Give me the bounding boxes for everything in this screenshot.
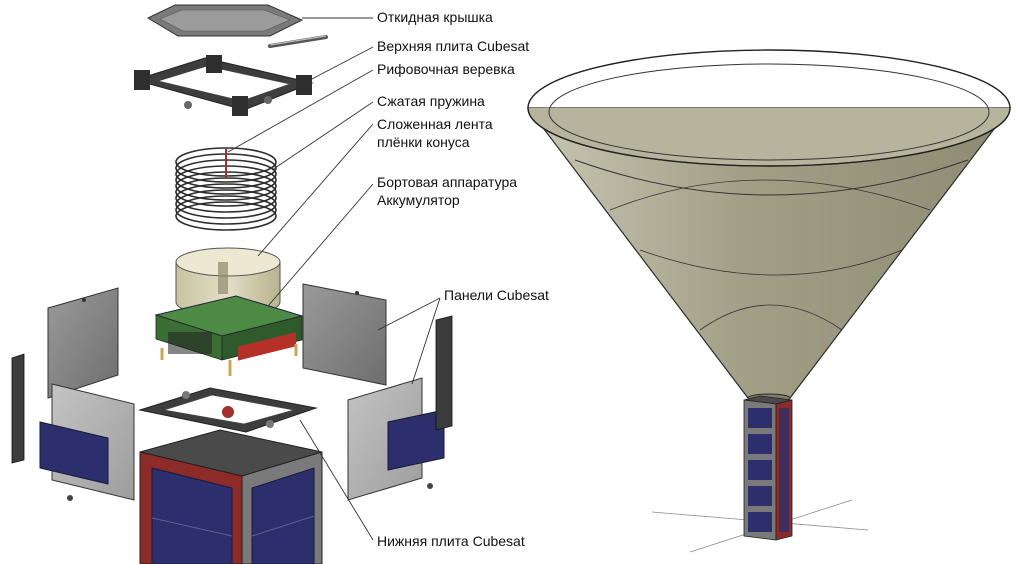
leader-top-plate — [309, 46, 374, 81]
leader-onboard — [267, 183, 374, 307]
leader-lines — [227, 17, 441, 541]
onboard-electronics — [154, 295, 304, 376]
label-folded-film-2: плёнки конуса — [377, 134, 470, 150]
label-onboard-1: Бортовая аппаратура — [377, 174, 518, 190]
hinged-lid — [146, 4, 304, 37]
label-hinged-lid: Откидная крышка — [377, 9, 493, 25]
deployed-cubesat — [743, 395, 793, 541]
leader-panels-2 — [411, 297, 441, 385]
label-onboard-2: Аккумулятор — [377, 192, 460, 208]
label-panels: Панели Cubesat — [444, 287, 549, 303]
rail-bar-left — [11, 353, 25, 464]
leader-spring — [271, 101, 374, 171]
hinge-pin — [268, 35, 328, 48]
cubesat-body — [139, 429, 323, 564]
label-reef-cord: Рифовочная веревка — [377, 61, 515, 77]
bottom-plate — [138, 387, 318, 433]
side-panel-left-rear — [47, 287, 119, 399]
label-top-plate: Верхняя плита Cubesat — [377, 38, 530, 54]
leader-panels-1 — [377, 297, 441, 331]
deployed-cone — [526, 49, 1012, 403]
top-plate — [133, 55, 314, 116]
leader-bottom-plate — [299, 419, 374, 541]
solar-panel-right — [347, 377, 445, 501]
folded-film-cylinder — [175, 247, 281, 317]
side-panel-right — [302, 283, 387, 386]
leader-reef-cord — [227, 69, 374, 153]
solar-panel-left — [39, 383, 135, 501]
label-folded-film-1: Сложенная лента — [377, 116, 493, 132]
leader-film — [257, 123, 374, 257]
label-bottom-plate: Нижняя плита Cubesat — [377, 533, 525, 549]
label-compressed-spring: Сжатая пружина — [377, 93, 485, 109]
compressed-spring — [175, 147, 277, 231]
rail-bar-right — [435, 315, 453, 431]
